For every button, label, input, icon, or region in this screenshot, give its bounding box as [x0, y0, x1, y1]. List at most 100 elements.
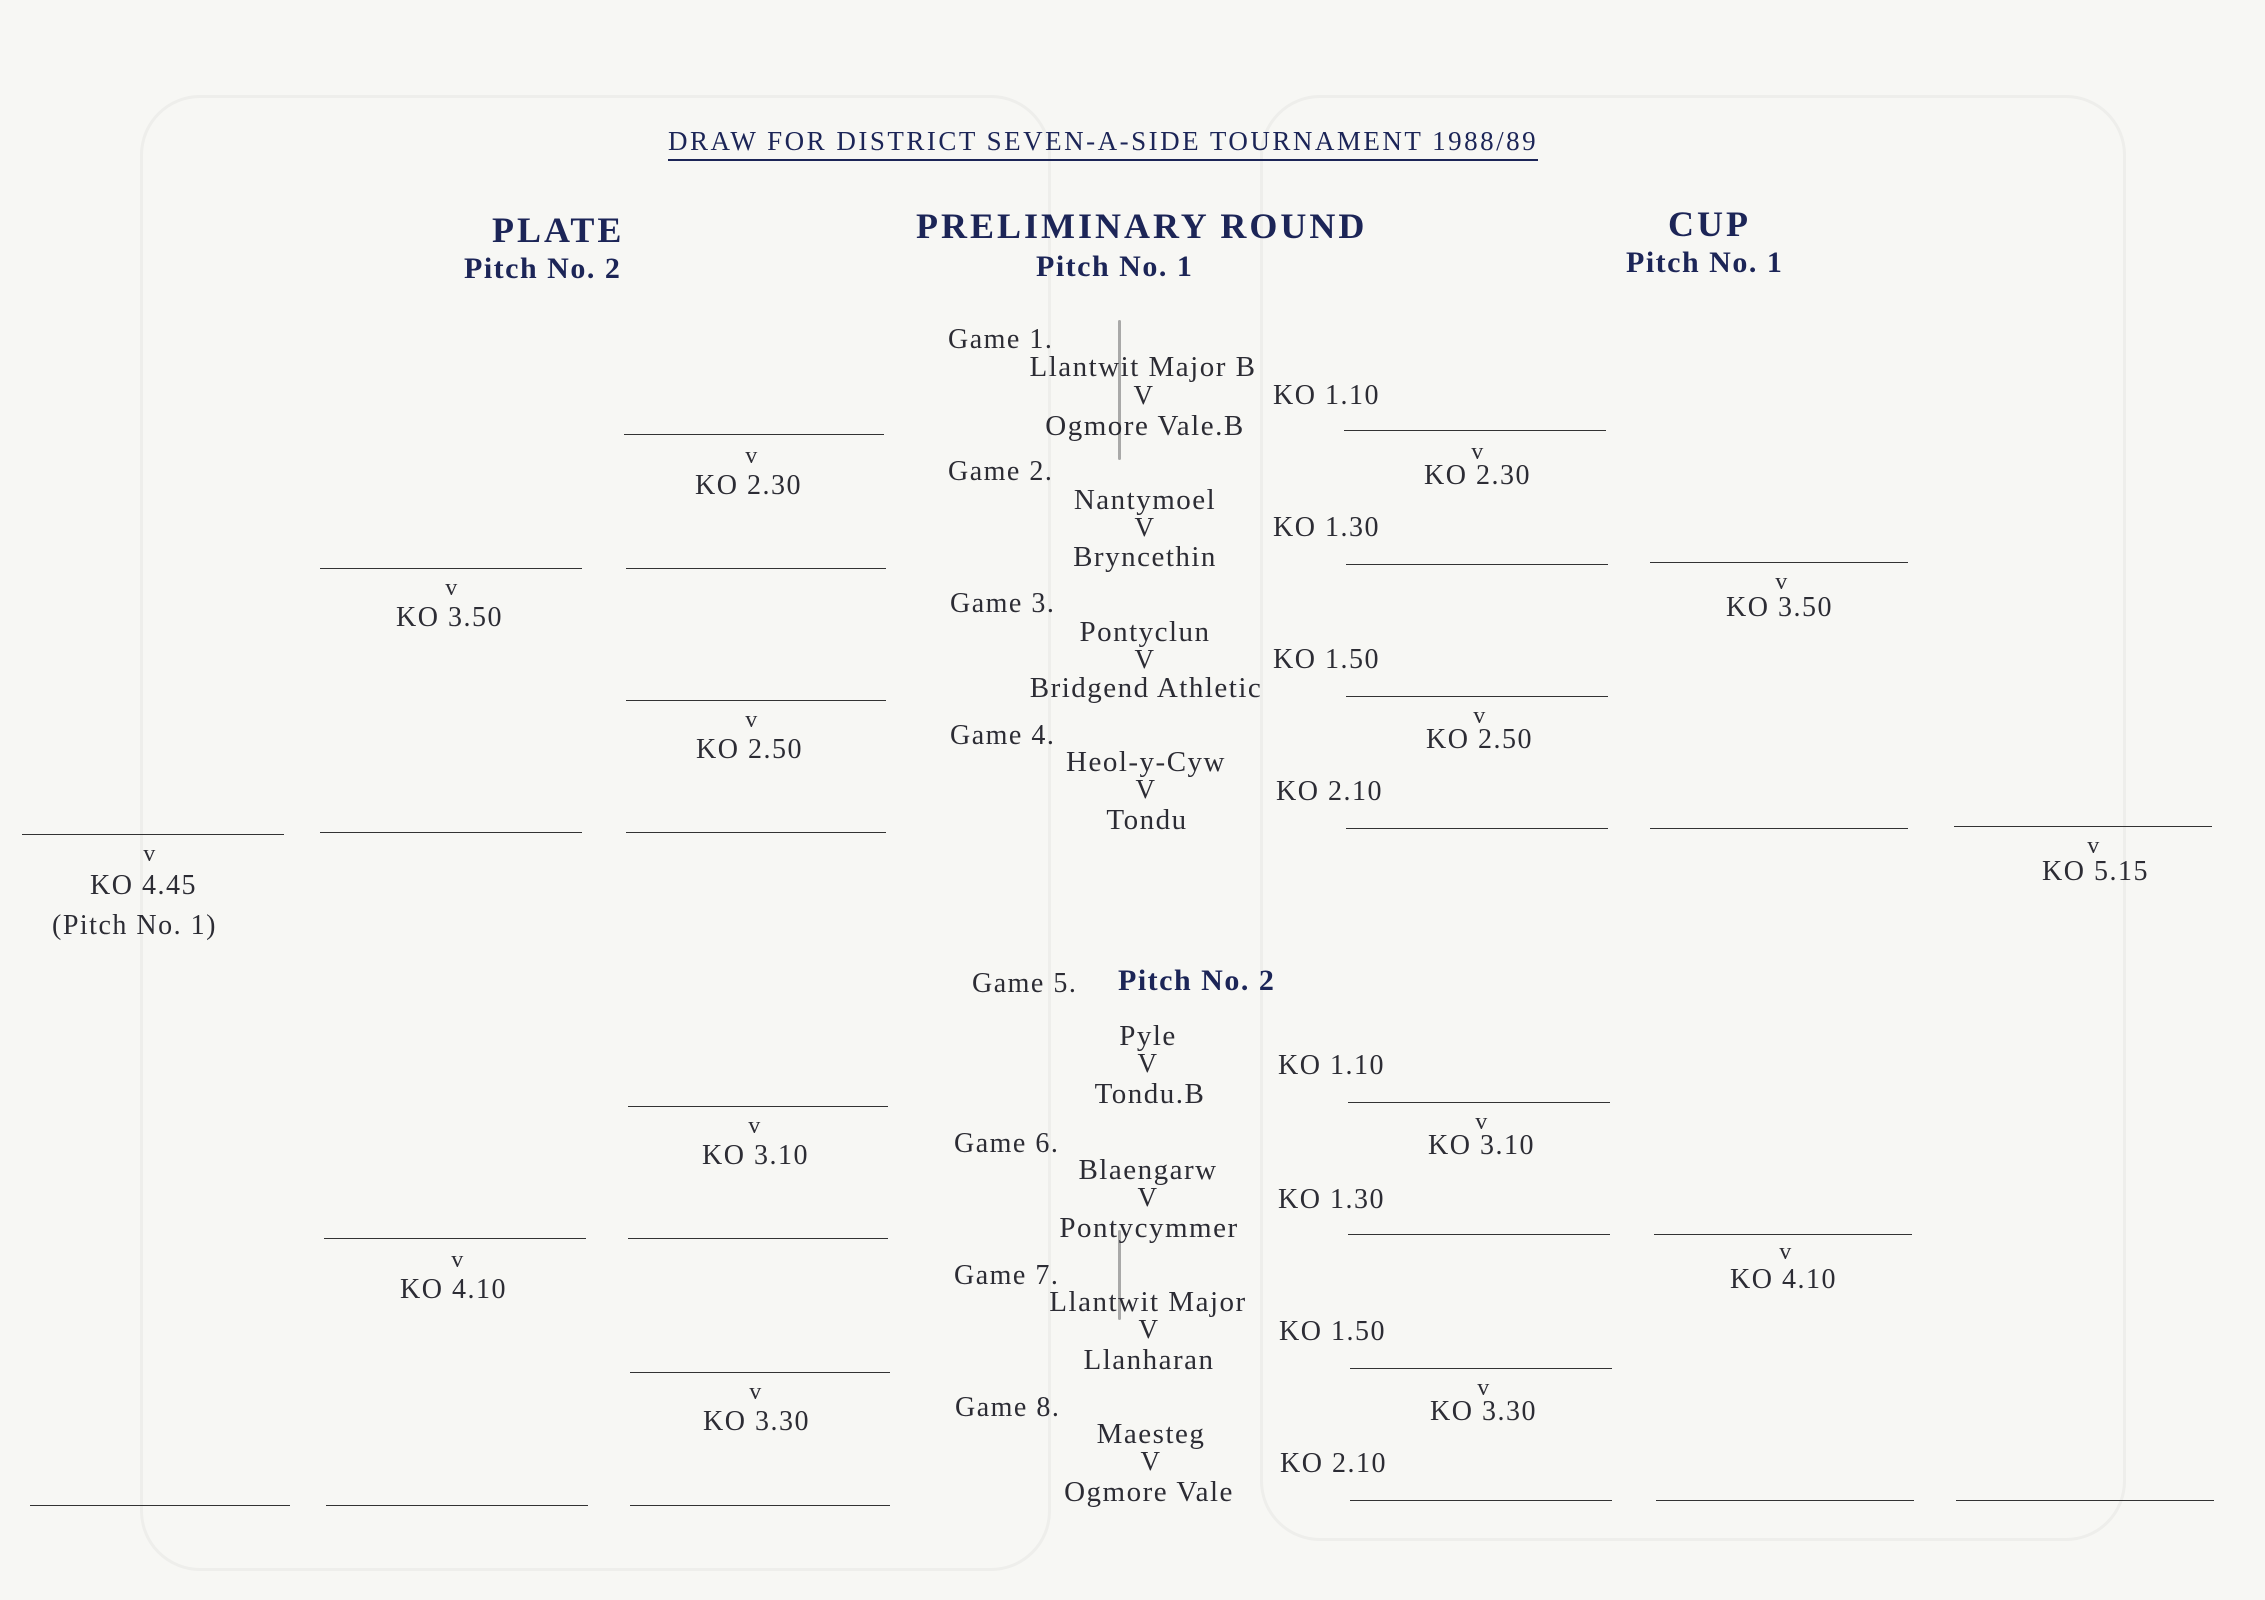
bracket-line: [628, 1238, 888, 1239]
bracket-line: [1350, 1500, 1612, 1501]
bracket-line: [1350, 1368, 1612, 1369]
versus-mark: v: [1475, 1109, 1489, 1135]
team-name: Tondu: [1106, 804, 1188, 836]
team-name: Pontyclun: [1079, 616, 1211, 648]
kickoff-time: KO 1.50: [1279, 1316, 1386, 1347]
bracket-line: [1346, 696, 1608, 697]
staple-crease: [1118, 320, 1121, 460]
plate-pitch: Pitch No. 2: [464, 252, 622, 285]
versus-mark: V: [1134, 512, 1156, 542]
prelim-heading: PRELIMINARY ROUND: [916, 206, 1368, 246]
bracket-line: [326, 1505, 588, 1506]
versus-mark: v: [451, 1247, 465, 1273]
team-name: Pyle: [1119, 1020, 1177, 1052]
kickoff-time: KO 1.30: [1278, 1184, 1385, 1215]
bracket-line: [1650, 828, 1908, 829]
versus-mark: V: [1138, 1314, 1160, 1344]
cup-pitch: Pitch No. 1: [1626, 246, 1784, 279]
team-name: Ogmore Vale: [1064, 1476, 1234, 1508]
bracket-line: [626, 568, 886, 569]
kickoff-time: KO 1.50: [1273, 644, 1380, 675]
kickoff-time: KO 2.10: [1280, 1448, 1387, 1479]
team-name: Bryncethin: [1073, 541, 1217, 573]
kickoff-time: KO 4.45: [90, 870, 197, 901]
kickoff-time: KO 2.10: [1276, 776, 1383, 807]
game-label: Game 6.: [954, 1128, 1060, 1159]
document-title: DRAW FOR DISTRICT SEVEN-A-SIDE TOURNAMEN…: [668, 128, 1539, 161]
kickoff-time: KO 3.30: [703, 1406, 810, 1437]
versus-mark: v: [749, 1379, 763, 1405]
team-name: Heol-y-Cyw: [1066, 746, 1226, 778]
versus-mark: V: [1133, 380, 1155, 410]
team-name: Maesteg: [1096, 1418, 1206, 1450]
kickoff-time: KO 1.10: [1273, 380, 1380, 411]
bracket-line: [324, 1238, 586, 1239]
bleed-through-panel-right: [1260, 95, 2126, 1541]
kickoff-time: KO 4.10: [1730, 1264, 1837, 1295]
game-label: Game 7.: [954, 1260, 1060, 1291]
team-name: Bridgend Athletic: [1029, 672, 1263, 704]
versus-mark: v: [1471, 439, 1485, 465]
prelim-pitch: Pitch No. 1: [1036, 250, 1194, 283]
bracket-line: [1954, 826, 2212, 827]
game-label: Game 8.: [955, 1392, 1061, 1423]
game-label: Game 2.: [948, 456, 1054, 487]
kickoff-time: KO 1.10: [1278, 1050, 1385, 1081]
bracket-line: [1956, 1500, 2214, 1501]
kickoff-time: KO 3.50: [1726, 592, 1833, 623]
versus-mark: V: [1135, 774, 1157, 804]
versus-mark: v: [1477, 1375, 1491, 1401]
versus-mark: v: [2087, 833, 2101, 859]
kickoff-time: KO 3.10: [1428, 1130, 1535, 1161]
bleed-through-panel-left: [140, 95, 1051, 1571]
game-label: Game 4.: [950, 720, 1056, 751]
versus-mark: v: [143, 841, 157, 867]
bracket-line: [1650, 562, 1908, 563]
team-name: Llantwit Major: [1049, 1286, 1247, 1318]
bracket-line: [630, 1372, 890, 1373]
kickoff-time: KO 3.30: [1430, 1396, 1537, 1427]
bracket-line: [1344, 430, 1606, 431]
bracket-line: [1346, 828, 1608, 829]
bracket-line: [626, 832, 886, 833]
versus-mark: v: [745, 707, 759, 733]
versus-mark: v: [1779, 1239, 1793, 1265]
bracket-line: [1348, 1102, 1610, 1103]
bracket-line: [30, 1505, 290, 1506]
bracket-line: [1656, 1500, 1914, 1501]
kickoff-time: KO 3.50: [396, 602, 503, 633]
kickoff-time: KO 1.30: [1273, 512, 1380, 543]
team-name: Llanharan: [1083, 1344, 1215, 1376]
team-name: Ogmore Vale.B: [1045, 410, 1245, 442]
versus-mark: v: [745, 443, 759, 469]
team-name: Llantwit Major B: [1029, 351, 1257, 383]
team-name: Blaengarw: [1078, 1154, 1218, 1186]
versus-mark: V: [1140, 1446, 1162, 1476]
bracket-line: [628, 1106, 888, 1107]
bracket-line: [630, 1505, 890, 1506]
team-name: Pontycymmer: [1059, 1212, 1239, 1244]
final-pitch: (Pitch No. 1): [52, 910, 217, 941]
bracket-line: [624, 434, 884, 435]
bracket-line: [626, 700, 886, 701]
kickoff-time: KO 2.30: [1424, 460, 1531, 491]
plate-heading: PLATE: [492, 210, 625, 250]
bracket-line: [1654, 1234, 1912, 1235]
kickoff-time: KO 4.10: [400, 1274, 507, 1305]
game-label: Game 1.: [948, 324, 1054, 355]
kickoff-time: KO 2.30: [695, 470, 802, 501]
bracket-line: [1348, 1234, 1610, 1235]
team-name: Nantymoel: [1073, 484, 1217, 516]
game-label: Game 5.: [972, 968, 1078, 999]
team-name: Tondu.B: [1094, 1078, 1206, 1110]
versus-mark: V: [1137, 1182, 1159, 1212]
bracket-line: [320, 832, 582, 833]
versus-mark: v: [1473, 703, 1487, 729]
bracket-line: [1346, 564, 1608, 565]
kickoff-time: KO 5.15: [2042, 856, 2149, 887]
bracket-line: [320, 568, 582, 569]
kickoff-time: KO 3.10: [702, 1140, 809, 1171]
kickoff-time: KO 2.50: [696, 734, 803, 765]
kickoff-time: KO 2.50: [1426, 724, 1533, 755]
versus-mark: v: [445, 575, 459, 601]
